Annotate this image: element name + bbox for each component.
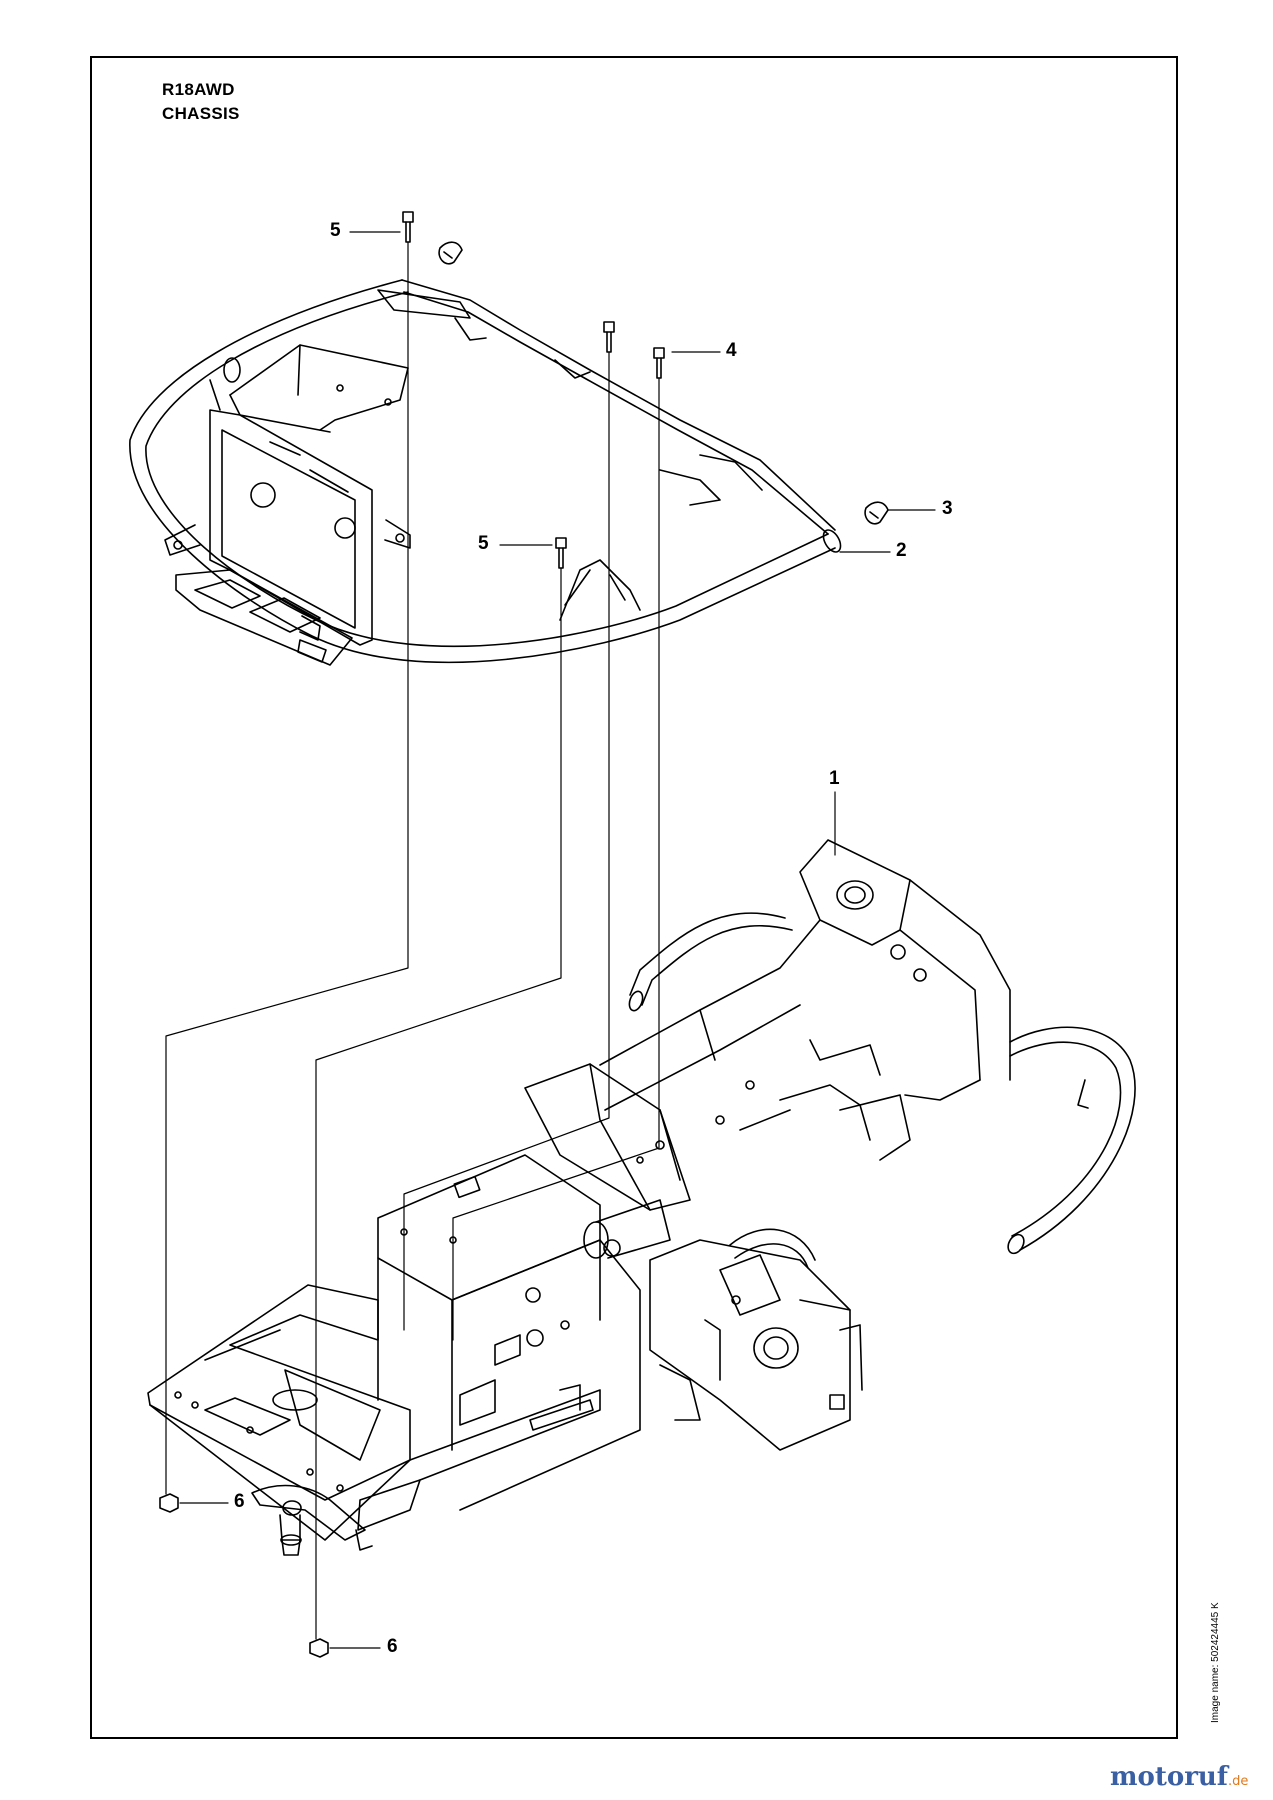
model-title: R18AWD [162, 80, 235, 99]
section-title: CHASSIS [162, 104, 240, 123]
brand-domain: .de [1228, 1774, 1249, 1789]
main-chassis-frame [147, 839, 1136, 1556]
callout-leaders [165, 231, 936, 1649]
brand-logo[interactable]: motoruf.de [1110, 1762, 1248, 1792]
callout-6-left: 6 [234, 1491, 245, 1512]
seat-frame-assembly [129, 279, 842, 666]
brand-name: motoruf [1110, 1762, 1228, 1792]
callout-5-top: 5 [330, 220, 341, 241]
callout-3: 3 [942, 498, 953, 519]
callout-1: 1 [829, 768, 840, 789]
image-code-label: Image name: 502424445 K [1210, 1602, 1221, 1723]
callout-2: 2 [896, 540, 907, 561]
callout-4: 4 [726, 340, 737, 361]
callout-6-bottom: 6 [387, 1636, 398, 1657]
drawing-frame [90, 56, 1178, 1739]
callout-5-middle: 5 [478, 533, 489, 554]
